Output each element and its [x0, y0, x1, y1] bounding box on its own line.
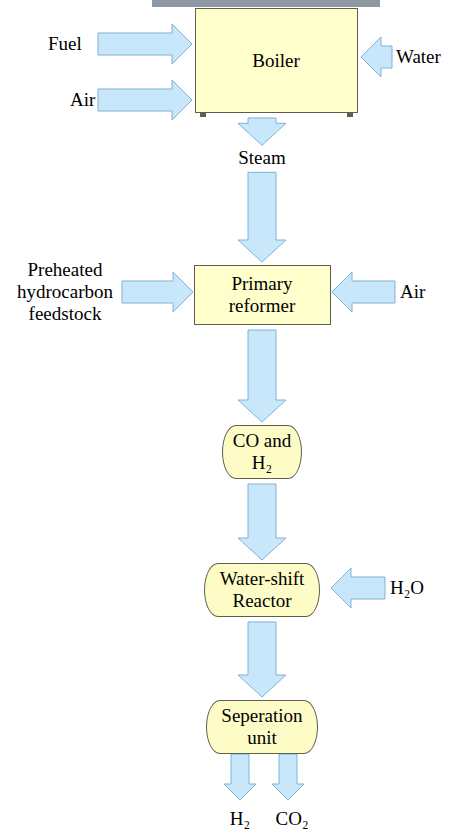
flow-label: Fuel: [48, 33, 82, 55]
boiler-box: Boiler: [195, 8, 358, 113]
flow-arrow-part: [238, 330, 286, 422]
product-box: CO and H₂: [222, 425, 302, 479]
flow-arrow: [238, 330, 286, 422]
separation-box: Seperation unit: [206, 700, 318, 754]
input-arrow: [332, 272, 395, 312]
process-box: Primary reformer: [194, 265, 331, 325]
output-arrow: [224, 754, 256, 800]
node-text: Primary reformer: [202, 273, 323, 317]
output-arrow: [272, 754, 304, 800]
flow-arrow: [238, 484, 286, 560]
input-arrow: [361, 37, 392, 77]
flow-arrow-part: [238, 622, 286, 697]
input-arrow: [98, 24, 192, 64]
input-arrow: [122, 272, 193, 312]
flow-arrow-part: [238, 172, 286, 262]
flow-arrow: [238, 118, 286, 262]
flow-label: Air: [400, 281, 425, 303]
boiler-foot: [200, 113, 206, 117]
photo-strip: [152, 0, 380, 7]
flow-arrow-part: [238, 484, 286, 560]
flow-label: Air: [70, 89, 95, 111]
reactor-box: Water-shift Reactor: [204, 563, 320, 617]
flow-arrow-part: [238, 118, 286, 145]
flow-arrow: [238, 622, 286, 697]
flow-label: Water: [396, 46, 441, 68]
flow-label: CO₂: [275, 808, 308, 830]
node-text: Water-shift Reactor: [212, 568, 312, 612]
flow-label: H₂O: [390, 577, 424, 599]
flow-label: H₂: [230, 808, 250, 830]
boiler-foot: [347, 113, 353, 117]
node-text: CO and H₂: [230, 430, 294, 474]
input-arrow: [98, 80, 192, 120]
node-text: Boiler: [252, 50, 300, 72]
node-text: Seperation unit: [214, 705, 310, 749]
flow-label: Preheated hydrocarbon feedstock: [9, 259, 121, 325]
input-arrow: [331, 568, 385, 608]
edge-label: Steam: [236, 147, 288, 169]
